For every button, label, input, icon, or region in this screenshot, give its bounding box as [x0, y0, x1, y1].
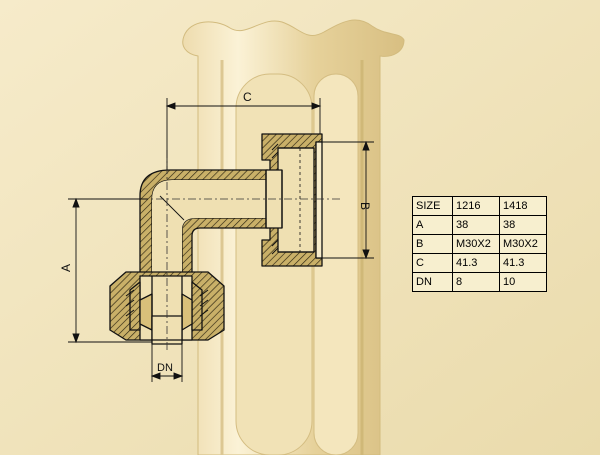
table-cell: A: [412, 215, 453, 235]
dimension-dn-label: DN: [157, 362, 173, 374]
table-cell: 1216: [452, 196, 500, 216]
table-cell: M30X2: [452, 234, 500, 254]
table-cell: C: [412, 253, 453, 273]
center-lines: [140, 150, 340, 352]
table-row: A 38 38: [412, 215, 547, 235]
table-row: B M30X2 M30X2: [412, 234, 547, 254]
dimension-b-label: B: [358, 202, 372, 210]
table-cell: 8: [452, 272, 500, 292]
elbow-fitting: [109, 133, 323, 345]
table-cell: 41.3: [499, 253, 547, 273]
dimension-a-label: A: [59, 264, 73, 272]
table-cell: B: [412, 234, 453, 254]
table-header-row: SIZE 1216 1418: [412, 196, 547, 216]
dimension-lines: [68, 98, 374, 382]
table-cell: M30X2: [499, 234, 547, 254]
table-row: DN 8 10: [412, 272, 547, 292]
table-cell: DN: [412, 272, 453, 292]
table-row: C 41.3 41.3: [412, 253, 547, 273]
table-cell: 41.3: [452, 253, 500, 273]
table-cell: 38: [499, 215, 547, 235]
size-spec-table: SIZE 1216 1418 A 38 38 B M30X2 M30X2 C 4…: [412, 196, 547, 292]
dimension-c-label: C: [243, 90, 252, 104]
table-cell: 38: [452, 215, 500, 235]
table-cell: 10: [499, 272, 547, 292]
table-cell: SIZE: [412, 196, 453, 216]
table-cell: 1418: [499, 196, 547, 216]
